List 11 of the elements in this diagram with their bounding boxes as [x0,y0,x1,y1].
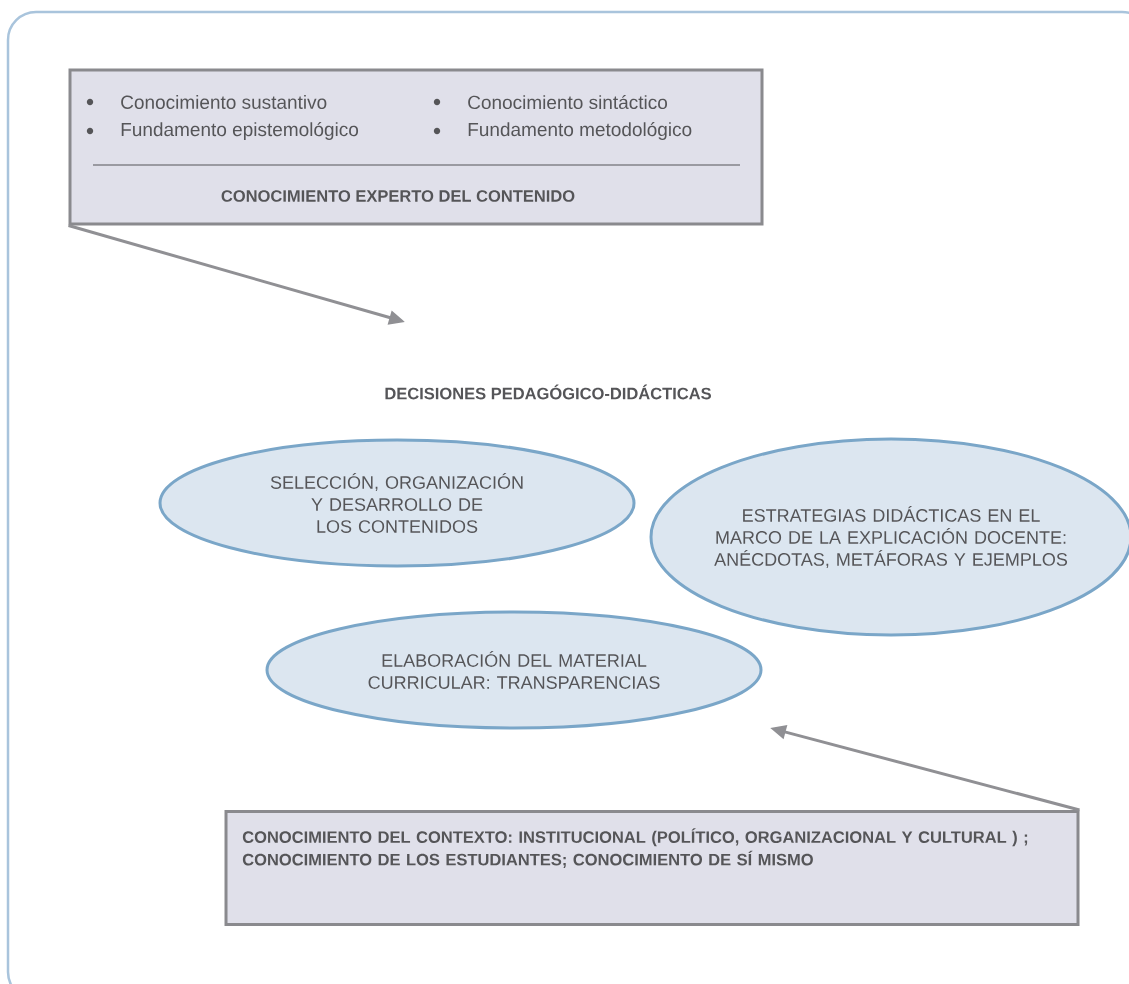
text-box: CONOCIMIENTO DEL CONTEXTO: INSTITUCIONAL (POLÍTICO, ORGANIZACIONAL Y CULTURAL ) ; CONOCIMIENTO DE LOS ESTUDIANTES; CONOCIMIENTO DE SÍ MISMO [224,810,1080,926]
list-item: Fundamento epistemológico [86,122,359,140]
list-item: Conocimiento sintáctico [433,94,667,110]
list-item: Fundamento metodológico [433,122,692,140]
text-box [68,68,764,226]
ellipse-node: ELABORACIÓN DEL MATERIAL CURRICULAR: TRANSPARENCIAS [265,610,763,730]
ellipse-node: ESTRATEGIAS DIDÁCTICAS EN EL MARCO DE LA EXPLICACIÓN DOCENTE: ANÉCDOTAS, METÁFORAS Y EJEMPLOS [649,437,1129,637]
list-item: Conocimiento sustantivo [86,95,327,109]
box-heading: CONOCIMIENTO EXPERTO DEL CONTENIDO [221,190,575,202]
heading: DECISIONES PEDAGÓGICO-DIDÁCTICAS [385,384,711,400]
ellipse-node: SELECCIÓN, ORGANIZACIÓN Y DESARROLLO DE LOS CONTENIDOS [158,438,636,568]
